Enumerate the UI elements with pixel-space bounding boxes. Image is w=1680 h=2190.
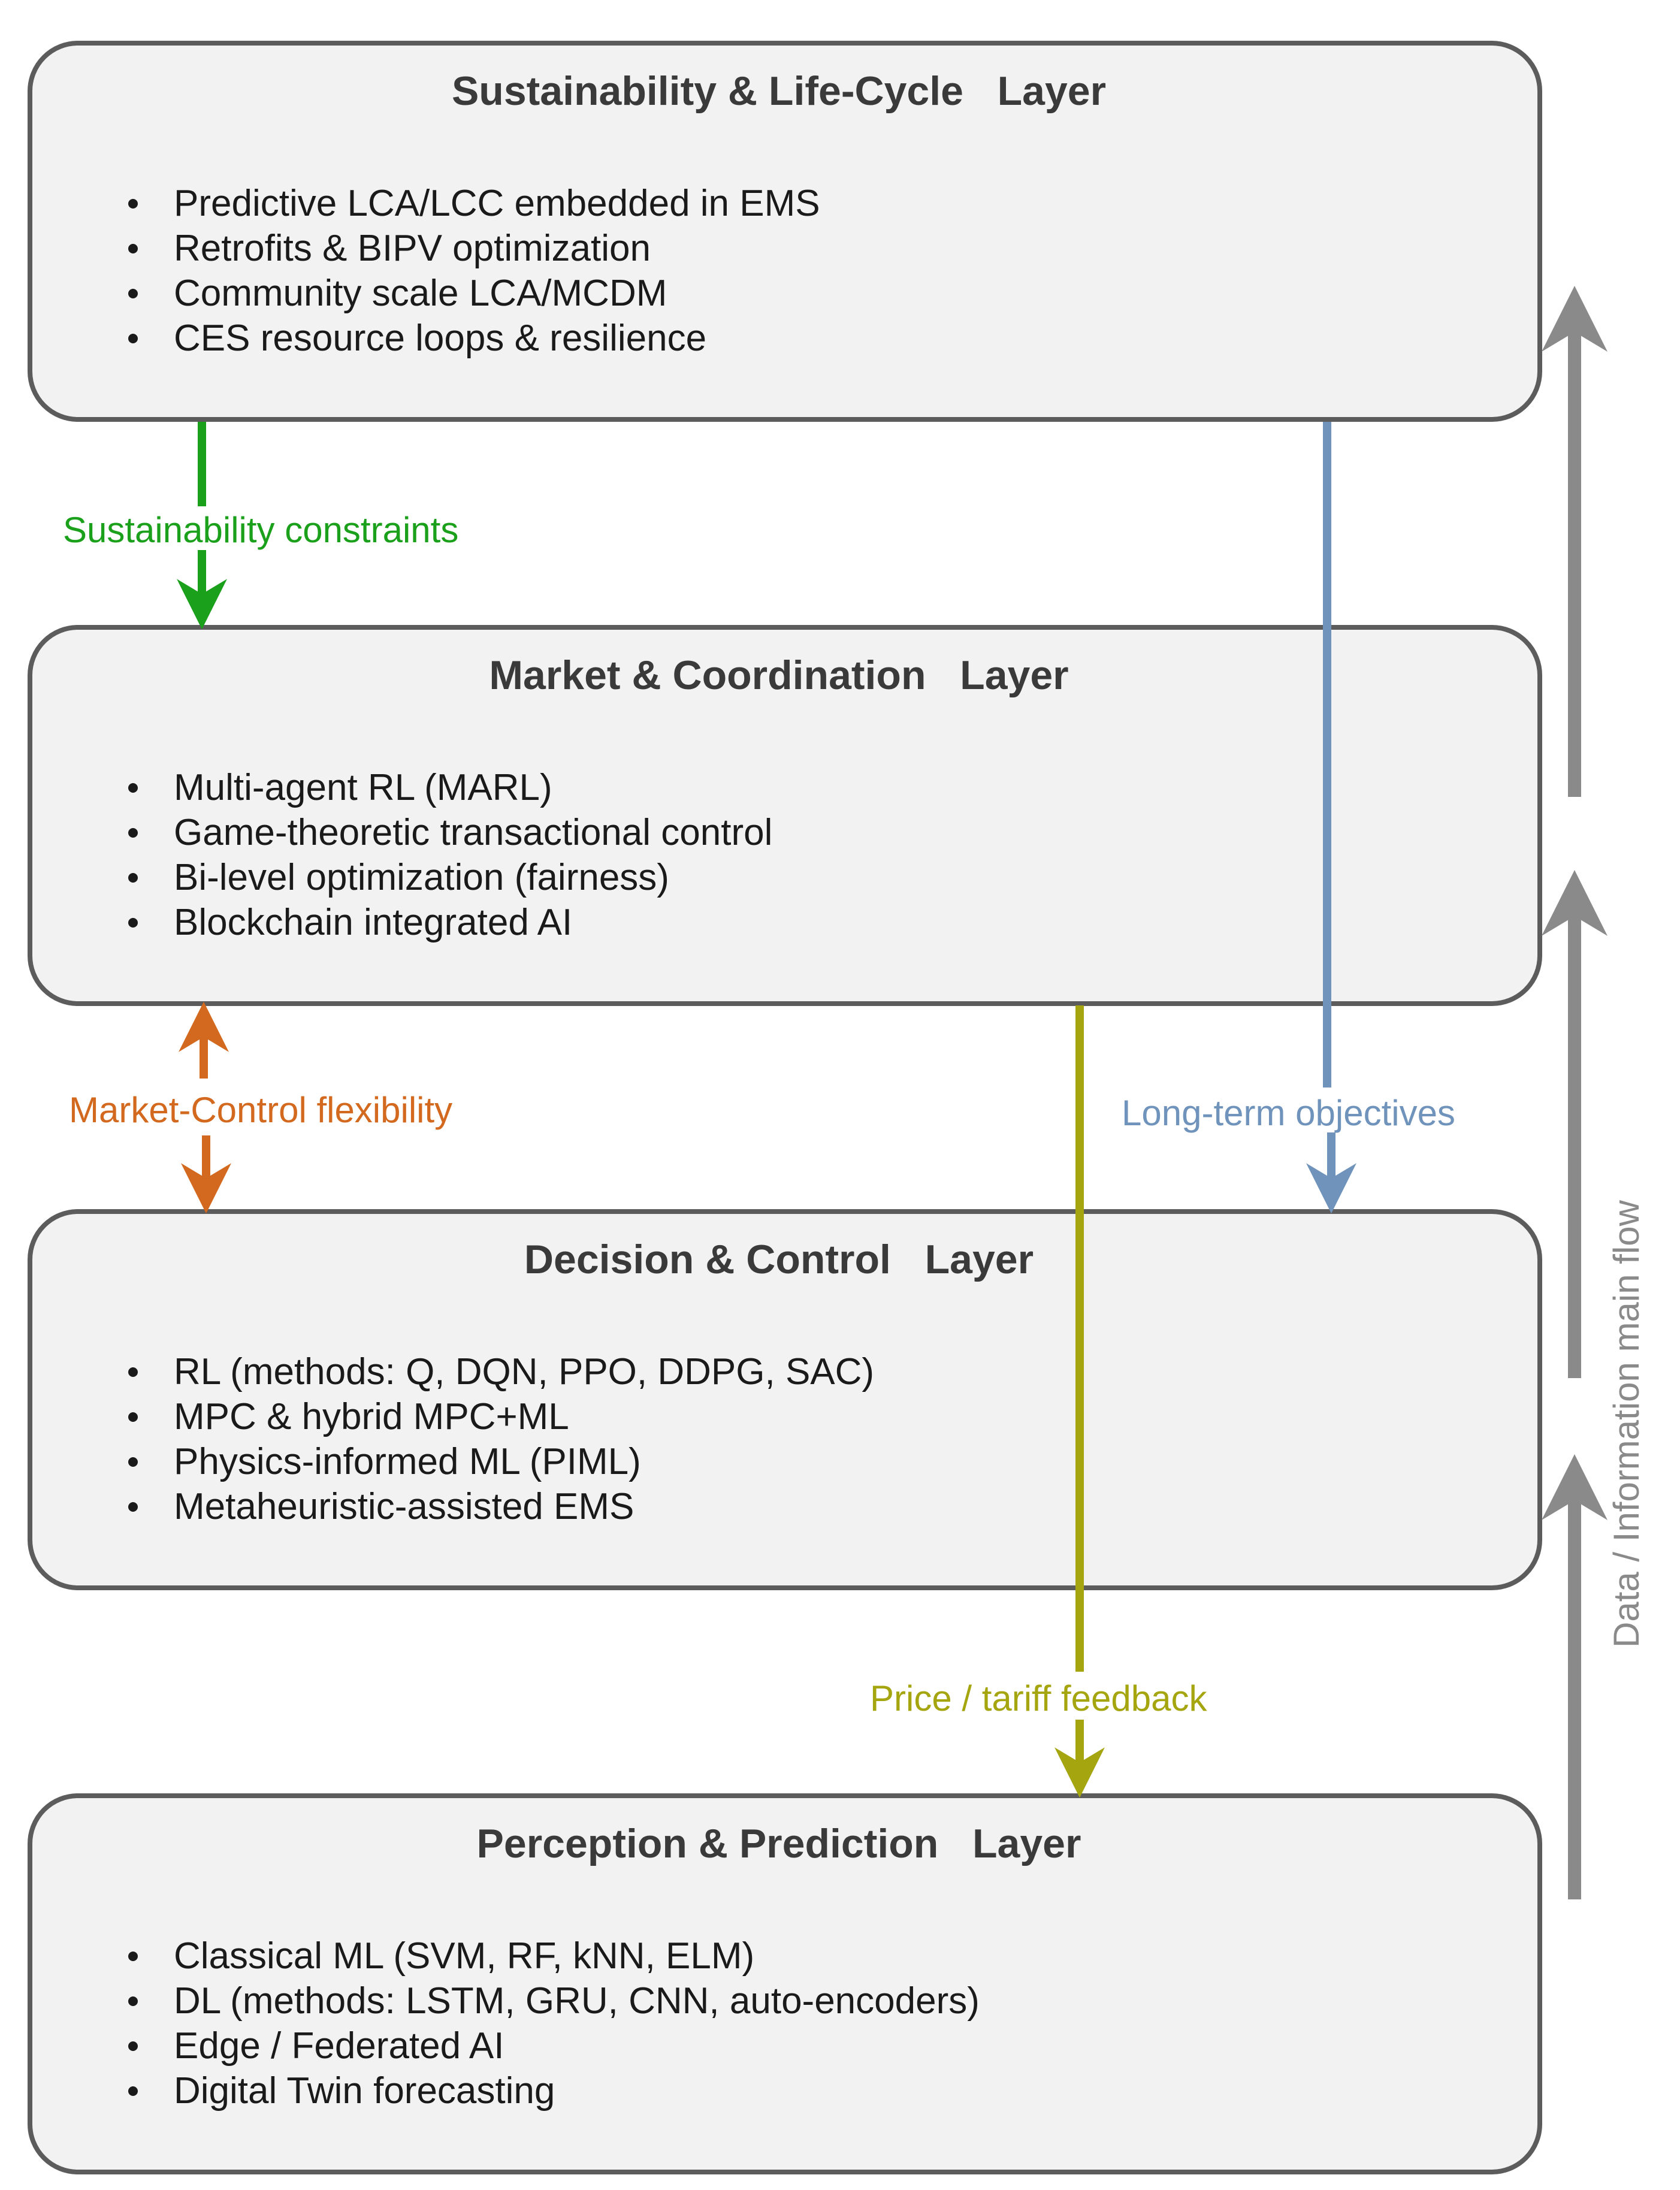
layer-items: Classical ML (SVM, RF, kNN, ELM) DL (met… [128,1935,980,2112]
list-item: Classical ML (SVM, RF, kNN, ELM) [174,1935,754,1977]
layer-items: RL (methods: Q, DQN, PPO, DDPG, SAC) MPC… [128,1351,874,1527]
sustainability-constraints-arrow: Sustainability constraints [63,422,458,630]
layer-box [28,625,1542,1006]
layer-title: Perception & Prediction Layer [477,1821,1081,1866]
price-tariff-feedback-arrow: Price / tariff feedback [870,1005,1208,1798]
layer-perception: Perception & Prediction Layer Classical … [28,1793,1542,2174]
layer-box [28,1793,1542,2174]
list-item: Retrofits & BIPV optimization [174,228,651,269]
list-item: Digital Twin forecasting [174,2070,555,2112]
list-item: Metaheuristic-assisted EMS [174,1486,634,1527]
layer-box [28,1209,1542,1590]
flow-label: Market-Control flexibility [69,1090,452,1130]
layer-market: Market & Coordination Layer Multi-agent … [28,625,1542,1006]
bullet-dot [128,1367,138,1377]
long-term-objectives-arrow: Long-term objectives [1122,422,1455,1214]
main-flow-label: Data / Information main flow [1606,1200,1646,1648]
bullet-dot [128,244,138,253]
bullet-dot [128,1952,138,1961]
layer-items: Predictive LCA/LCC embedded in EMS Retro… [128,183,820,359]
flow-label: Long-term objectives [1122,1093,1455,1133]
bullet-dot [128,1457,138,1467]
bullet-dot [128,828,138,838]
list-item: RL (methods: Q, DQN, PPO, DDPG, SAC) [174,1351,874,1392]
layer-title: Decision & Control Layer [524,1237,1034,1282]
list-item: Blockchain integrated AI [174,902,572,943]
layer-sustainability: Sustainability & Life-Cycle Layer Predic… [28,41,1542,422]
bullet-dot [128,2086,138,2096]
bullet-dot [128,2041,138,2051]
bullet-dot [128,918,138,928]
bullet-dot [128,1502,138,1512]
bullet-dot [128,334,138,343]
list-item: Physics-informed ML (PIML) [174,1441,641,1482]
list-item: Multi-agent RL (MARL) [174,767,552,808]
layer-decision: Decision & Control Layer RL (methods: Q,… [28,1209,1542,1590]
bullet-dot [128,873,138,883]
list-item: CES resource loops & resilience [174,318,706,359]
bullet-dot [128,289,138,298]
list-item: Bi-level optimization (fairness) [174,857,669,898]
flow-label: Price / tariff feedback [870,1678,1208,1718]
layer-title: Market & Coordination Layer [489,653,1068,698]
list-item: MPC & hybrid MPC+ML [174,1396,569,1437]
main-flow-arrows: Data / Information main flow [1542,286,1646,1899]
bullet-dot [128,1996,138,2006]
list-item: Predictive LCA/LCC embedded in EMS [174,183,820,224]
layer-title: Sustainability & Life-Cycle Layer [452,68,1106,114]
layer-items: Multi-agent RL (MARL) Game-theoretic tra… [128,767,772,943]
list-item: Game-theoretic transactional control [174,812,772,853]
list-item: Edge / Federated AI [174,2025,504,2067]
flow-label: Sustainability constraints [63,510,458,550]
list-item: DL (methods: LSTM, GRU, CNN, auto-encode… [174,1980,980,2022]
layer-box [28,41,1542,422]
list-item: Community scale LCA/MCDM [174,273,667,314]
bullet-dot [128,1412,138,1422]
market-control-flexibility-arrow: Market-Control flexibility [69,1001,452,1214]
bullet-dot [128,783,138,793]
bullet-dot [128,199,138,209]
